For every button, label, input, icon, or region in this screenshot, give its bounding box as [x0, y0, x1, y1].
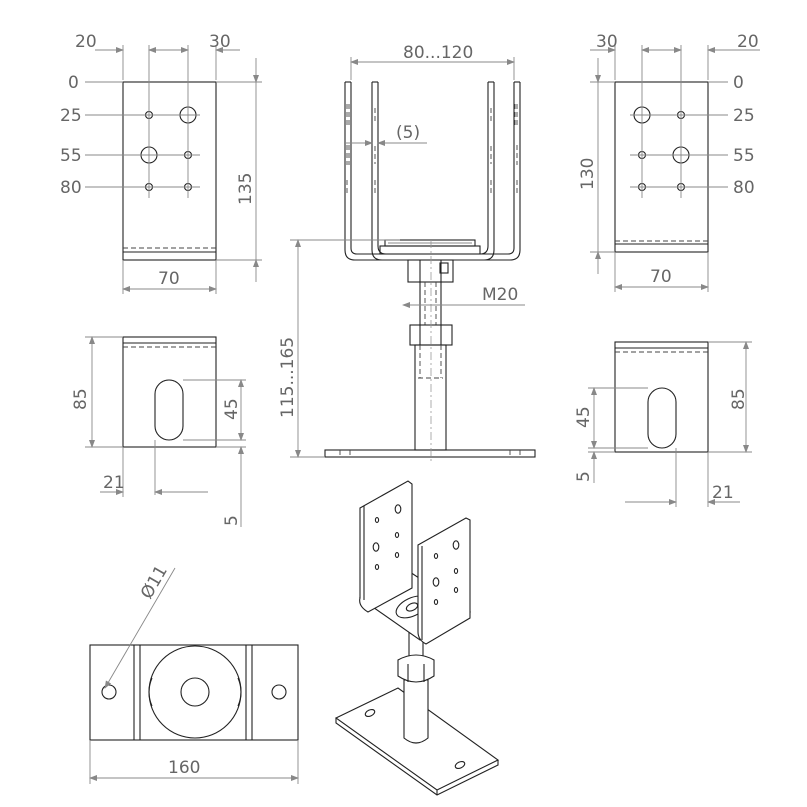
front-dim-80-120: 80...120: [403, 43, 473, 63]
front-dim-m20: M20: [482, 285, 518, 305]
ml-dim-21: 21: [103, 473, 125, 493]
tl-dim-30: 30: [209, 32, 231, 52]
tr-dim-20: 20: [737, 32, 759, 52]
mr-dim-5: 5: [574, 471, 594, 482]
mid-right-view: 85 45 5 21: [574, 341, 752, 507]
mr-dim-45: 45: [574, 406, 594, 428]
tl-row-55: 55: [60, 146, 82, 166]
front-dim-5: (5): [396, 123, 420, 143]
ml-dim-85: 85: [71, 388, 91, 410]
mr-dim-21: 21: [712, 483, 734, 503]
mr-dim-85: 85: [729, 388, 749, 410]
tl-row-0: 0: [68, 73, 79, 93]
tl-dim-135: 135: [236, 173, 256, 205]
front-view: 80...120 (5) M20 115...165: [278, 43, 536, 462]
base-dim-160: 160: [168, 758, 200, 778]
isometric-view: [334, 480, 500, 796]
tr-row-25: 25: [733, 106, 755, 126]
tr-row-80: 80: [733, 178, 755, 198]
tr-dim-70: 70: [650, 267, 672, 287]
tl-dim-70: 70: [158, 269, 180, 289]
front-dim-115-165: 115...165: [278, 337, 298, 418]
tr-row-0: 0: [733, 73, 744, 93]
tr-row-55: 55: [733, 146, 755, 166]
top-left-view: 20 30 0 25 55 80 135 70: [60, 32, 262, 294]
tl-row-80: 80: [60, 178, 82, 198]
tr-dim-30: 30: [596, 32, 618, 52]
tl-dim-20: 20: [75, 32, 97, 52]
top-right-view: 30 20 0 25 55 80 130 70: [578, 32, 760, 292]
ml-dim-5: 5: [222, 515, 242, 526]
ml-dim-45: 45: [222, 398, 242, 420]
base-plate-view: Ø11 160: [89, 562, 299, 784]
mid-left-view: 85 45 5 21: [71, 336, 246, 527]
tl-row-25: 25: [60, 106, 82, 126]
tr-dim-130: 130: [578, 158, 598, 190]
